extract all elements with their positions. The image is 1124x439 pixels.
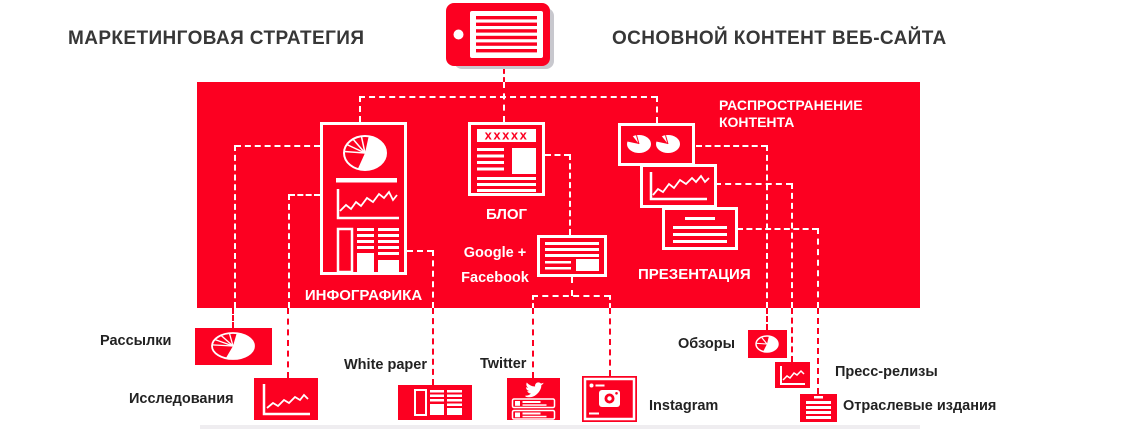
blog-article-icon: xxxxx [477, 128, 536, 192]
tablet-document-icon [446, 3, 559, 71]
channel-label-reviews: Обзоры [678, 336, 735, 352]
connector-line [532, 295, 610, 297]
connector-line [545, 154, 570, 156]
connector-line [407, 250, 433, 252]
line-chart-icon [775, 362, 810, 388]
connector-line [817, 228, 819, 308]
connector-line [609, 308, 611, 376]
connector-line [234, 145, 236, 308]
connector-line [696, 145, 767, 147]
pie-chart-icon [748, 330, 787, 358]
connector-line [432, 250, 434, 308]
channel-label-mailings: Рассылки [100, 333, 172, 349]
connector-line [766, 145, 768, 308]
blog-label: БЛОГ [485, 206, 528, 223]
bar-chart-icon [398, 385, 472, 420]
twitter-bird-icon [507, 378, 560, 420]
blog-header-text: xxxxx [485, 128, 529, 143]
connector-line [232, 308, 234, 328]
connector-line [287, 308, 289, 378]
channel-label-industry-publications: Отраслевые издания [843, 398, 997, 414]
connector-line [737, 228, 818, 230]
connector-line [656, 96, 658, 123]
infographic-label: ИНФОГРАФИКА [304, 287, 423, 304]
slide-line-chart [640, 164, 717, 208]
instagram-camera-icon [582, 376, 637, 422]
connector-line [503, 82, 505, 122]
website-content-title: ОСНОВНОЙ КОНТЕНТ ВЕБ-САЙТА [612, 28, 947, 49]
slide-pie-charts [618, 123, 695, 166]
connector-line [571, 277, 573, 296]
connector-line [569, 154, 571, 235]
connector-line [791, 183, 793, 308]
distribution-label: РАСПРОСТРАНЕНИЕ КОНТЕНТА [719, 97, 863, 130]
connector-line [609, 295, 611, 308]
infographic-node [320, 122, 407, 275]
google-facebook-node [537, 235, 607, 277]
document-lines-icon [800, 394, 837, 422]
connector-line [532, 308, 534, 378]
baseline-shadow [200, 425, 920, 429]
connector-line [791, 308, 793, 362]
connector-line [432, 308, 434, 385]
connector-line [766, 308, 768, 330]
blog-node: xxxxx [468, 122, 545, 196]
connector-line [288, 194, 290, 308]
connector-line [503, 69, 505, 82]
marketing-strategy-title: МАРКЕТИНГОВАЯ СТРАТЕГИЯ [68, 28, 365, 49]
line-chart-icon [254, 378, 318, 420]
channel-label-research: Исследования [129, 391, 234, 407]
channel-label-twitter: Twitter [480, 356, 527, 372]
connector-line [359, 96, 657, 98]
infographic-poster-icon [336, 135, 399, 272]
pie-chart-icon [195, 328, 272, 365]
connector-line [817, 308, 819, 394]
channel-label-white-paper: White paper [344, 357, 427, 373]
presentation-label: ПРЕЗЕНТАЦИЯ [638, 266, 751, 283]
connector-line [532, 295, 534, 308]
connector-line [235, 145, 320, 147]
slide-text-lines [662, 207, 738, 250]
connector-line [289, 194, 320, 196]
social-post-icon [545, 242, 599, 271]
channel-label-press-releases: Пресс-релизы [835, 364, 938, 380]
google-facebook-label: Google + Facebook [461, 245, 529, 286]
connector-line [359, 96, 361, 122]
channel-label-instagram: Instagram [649, 398, 719, 414]
connector-line [715, 183, 792, 185]
